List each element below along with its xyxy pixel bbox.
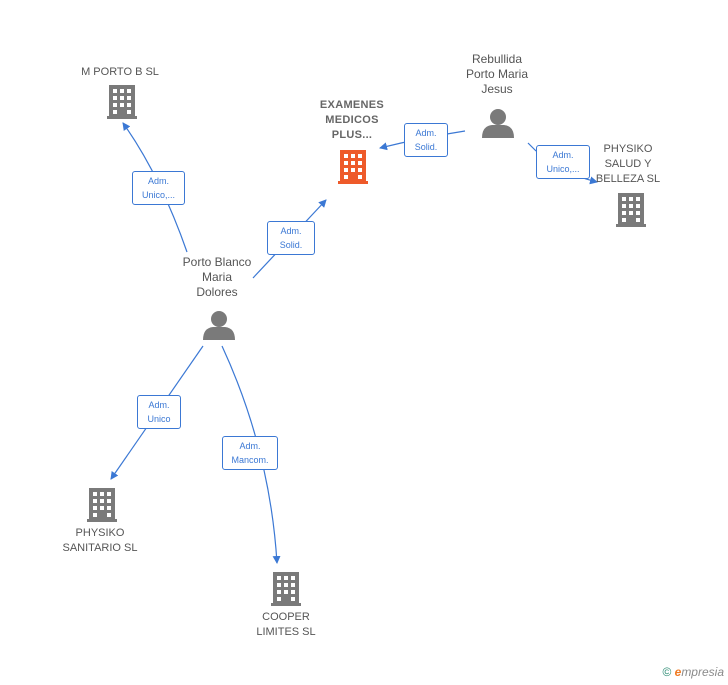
empresia-watermark: © empresia bbox=[662, 665, 724, 679]
person-label-porto-blanco[interactable]: Porto Blanco Maria Dolores bbox=[182, 255, 252, 299]
person-icon[interactable] bbox=[203, 310, 235, 340]
company-label-mporto[interactable]: M PORTO B SL bbox=[81, 66, 159, 78]
edge-label-pb-sanitario[interactable]: Adm. Unico bbox=[137, 395, 181, 429]
brand-initial: e bbox=[674, 665, 682, 679]
building-icon[interactable] bbox=[107, 85, 137, 119]
edge-label-pb-examenes[interactable]: Adm. Solid. bbox=[267, 221, 315, 255]
person-icon[interactable] bbox=[482, 108, 514, 138]
edge-label-pb-cooper[interactable]: Adm. Mancom. bbox=[222, 436, 278, 470]
company-label-physiko-salud[interactable]: PHYSIKO SALUD Y BELLEZA SL bbox=[595, 143, 661, 185]
building-icon[interactable] bbox=[87, 488, 117, 522]
building-icon[interactable] bbox=[271, 572, 301, 606]
company-label-physiko-sanitario[interactable]: PHYSIKO SANITARIO SL bbox=[62, 527, 138, 554]
edge-label-reb-physiko[interactable]: Adm. Unico,... bbox=[536, 145, 590, 179]
company-label-cooper[interactable]: COOPER LIMITES SL bbox=[256, 611, 316, 638]
building-icon[interactable] bbox=[616, 193, 646, 227]
person-label-rebullida[interactable]: Rebullida Porto Maria Jesus bbox=[465, 52, 529, 96]
brand-name: mpresia bbox=[681, 665, 724, 679]
edge-label-reb-examenes[interactable]: Adm. Solid. bbox=[404, 123, 448, 157]
copyright-symbol: © bbox=[662, 665, 672, 679]
edge-label-pb-mporto[interactable]: Adm. Unico,... bbox=[132, 171, 185, 205]
building-icon-main[interactable] bbox=[338, 150, 368, 184]
company-label-examenes[interactable]: EXAMENES MEDICOS PLUS... bbox=[319, 99, 385, 141]
